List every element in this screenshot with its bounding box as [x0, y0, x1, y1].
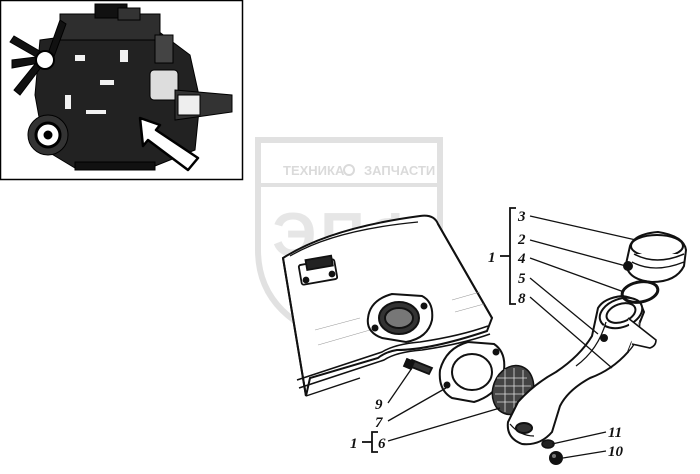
filler-cap-part [623, 230, 688, 284]
gasket-part [438, 340, 506, 404]
callout-7: 7 [375, 415, 383, 431]
group-brackets [362, 207, 516, 453]
watermark-brand-left: ТЕХНИКА [283, 163, 345, 178]
callout-9: 9 [375, 397, 383, 413]
callout-3: 3 [517, 209, 526, 225]
callout-labels: 1 3 2 4 5 8 9 7 1 6 11 10 [350, 209, 624, 460]
callout-group-1-top: 1 [488, 250, 496, 266]
callout-5: 5 [518, 271, 526, 287]
plug-part [549, 451, 563, 465]
callout-group-1-bottom: 1 [350, 436, 358, 452]
callout-11: 11 [608, 425, 622, 441]
watermark-brand-right: ЗАПЧАСТИ [364, 163, 435, 178]
callout-6: 6 [378, 436, 386, 452]
bolt-part [402, 357, 434, 376]
leader-lines [387, 215, 637, 459]
engine-photo-inset [0, 0, 244, 181]
seal-ring-part [620, 280, 660, 304]
panel-flange-opening [366, 292, 434, 344]
filler-pipe-part [506, 294, 657, 446]
mounting-bracket [297, 254, 339, 286]
callout-10: 10 [608, 444, 624, 460]
callout-4: 4 [517, 251, 526, 267]
callout-8: 8 [518, 291, 526, 307]
callout-2: 2 [517, 232, 526, 248]
hollow-arrow-icon [138, 116, 200, 172]
